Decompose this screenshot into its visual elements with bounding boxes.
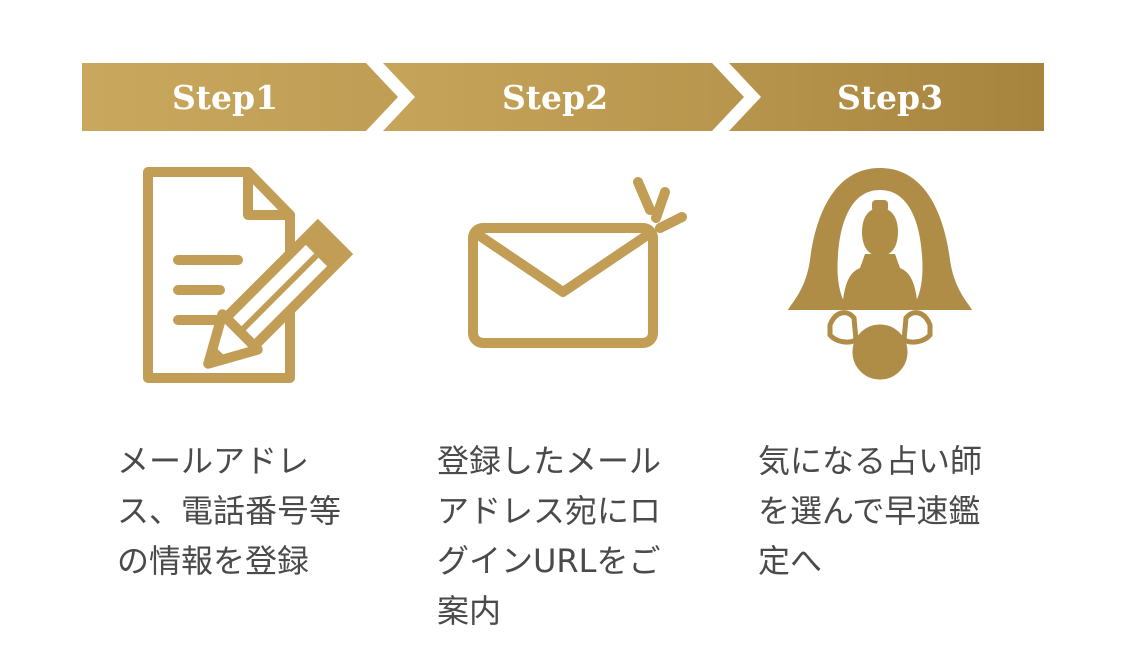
step3-chevron bbox=[729, 63, 1044, 131]
step1-label: Step1 bbox=[171, 78, 279, 117]
step1-description: メールアドレ ス、電話番号等 の情報を登録 bbox=[117, 442, 342, 580]
fortune-teller-icon bbox=[788, 168, 972, 385]
step2-chevron bbox=[383, 63, 744, 131]
step2-description: 登録したメール アドレス宛にロ グインURLをご 案内 bbox=[437, 442, 662, 630]
document-pen-icon bbox=[143, 167, 354, 383]
envelope-icon bbox=[468, 177, 687, 348]
step3-description: 気になる占い師 を選んで早速鑑 定へ bbox=[758, 442, 983, 580]
step3-label: Step3 bbox=[836, 78, 944, 117]
step-banner bbox=[82, 63, 1044, 131]
step1-chevron bbox=[82, 63, 398, 131]
step2-label: Step2 bbox=[501, 78, 609, 117]
